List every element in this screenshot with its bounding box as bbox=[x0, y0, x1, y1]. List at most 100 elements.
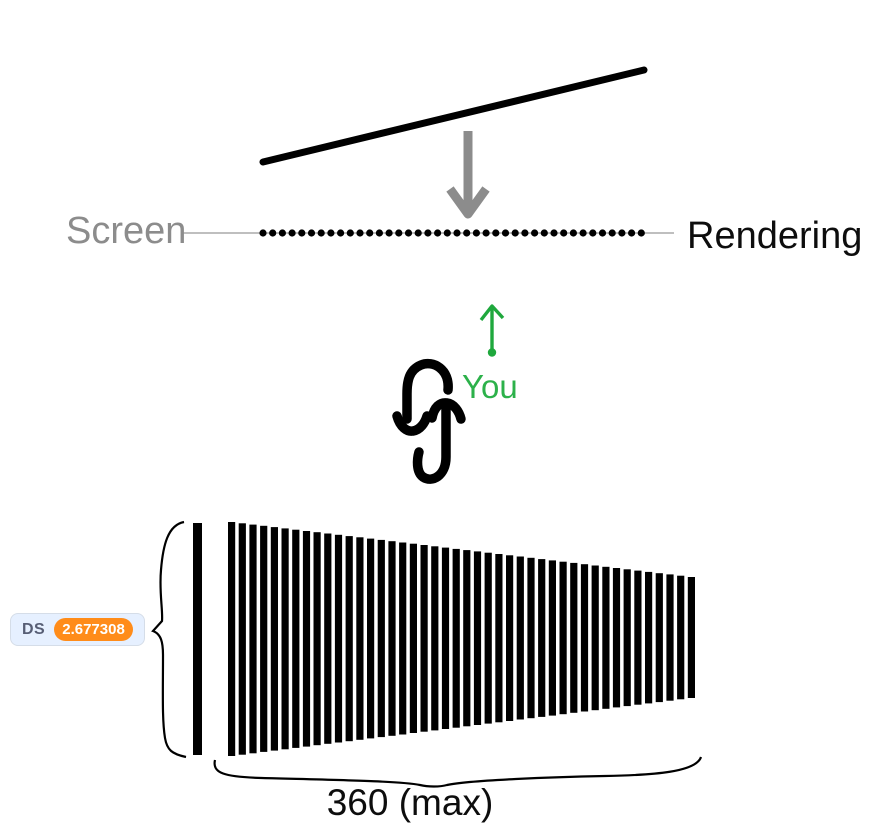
rotate-icon bbox=[392, 359, 466, 484]
screen-dot bbox=[637, 229, 645, 237]
ray-bar bbox=[645, 571, 653, 704]
ray-bar bbox=[473, 551, 482, 725]
rendering-label: Rendering bbox=[687, 215, 863, 257]
ray-bar bbox=[388, 541, 396, 736]
ray-bar bbox=[334, 534, 343, 743]
screen-dot bbox=[337, 229, 345, 237]
screen-dots bbox=[259, 229, 645, 237]
ray-bar bbox=[634, 570, 642, 705]
ray-bar bbox=[602, 566, 610, 709]
screen-dot bbox=[307, 229, 316, 237]
screen-dot bbox=[288, 229, 296, 237]
screen-dot bbox=[414, 229, 422, 237]
ray-bar bbox=[409, 543, 417, 733]
ray-bar bbox=[591, 565, 599, 711]
screen-dot bbox=[356, 229, 364, 237]
screen-dot bbox=[259, 229, 267, 237]
variable-value-badge: 2.677308 bbox=[54, 618, 133, 641]
projection-down-arrow bbox=[446, 131, 490, 219]
ray-bar bbox=[559, 561, 567, 715]
ray-bar bbox=[270, 527, 278, 751]
ray-bar bbox=[281, 528, 289, 750]
screen-dot bbox=[366, 229, 374, 237]
ray-bar bbox=[516, 556, 524, 720]
you-label: You bbox=[462, 368, 518, 405]
ray-bar bbox=[324, 533, 332, 744]
screen-dot bbox=[492, 229, 500, 237]
screen-dot bbox=[501, 229, 510, 237]
wall-line bbox=[259, 66, 648, 166]
ray-bar bbox=[666, 574, 674, 701]
screen-dot bbox=[511, 229, 519, 237]
variable-watcher[interactable]: DS 2.677308 bbox=[10, 613, 145, 646]
ray-bar bbox=[506, 555, 514, 721]
screen-dot bbox=[482, 229, 490, 237]
first-ray-bar bbox=[193, 523, 202, 755]
screen-dot bbox=[550, 229, 558, 237]
ray-bar bbox=[260, 525, 268, 752]
screen-dot bbox=[434, 229, 442, 237]
width-brace bbox=[213, 756, 703, 788]
screen-dot bbox=[404, 229, 413, 237]
ray-bar bbox=[677, 575, 685, 700]
screen-dot bbox=[327, 229, 335, 237]
screen-dot bbox=[472, 229, 480, 237]
ray-bar bbox=[548, 560, 556, 716]
ray-bar bbox=[431, 546, 439, 731]
variable-name-label: DS bbox=[22, 620, 46, 638]
ray-fan-bars bbox=[228, 522, 695, 756]
max-rays-label: 360 (max) bbox=[326, 782, 494, 823]
screen-dot bbox=[521, 229, 529, 237]
ray-bar bbox=[495, 554, 503, 723]
screen-dot bbox=[628, 229, 636, 237]
screen-dot bbox=[598, 229, 607, 237]
ray-bar bbox=[580, 564, 589, 712]
ray-bar bbox=[420, 545, 428, 732]
ray-bar bbox=[655, 573, 663, 703]
ray-bar bbox=[484, 552, 492, 724]
screen-dot bbox=[608, 229, 616, 237]
ray-bar bbox=[249, 524, 257, 754]
screen-dot bbox=[569, 229, 578, 237]
ray-bar bbox=[377, 539, 385, 738]
screen-dot bbox=[579, 229, 587, 237]
screen-dot bbox=[443, 229, 451, 237]
ray-bar bbox=[302, 531, 311, 747]
screen-dot bbox=[269, 229, 277, 237]
screen-dot bbox=[424, 229, 432, 237]
screen-dot bbox=[346, 229, 354, 237]
ray-bar bbox=[623, 569, 631, 707]
ray-bar bbox=[238, 523, 246, 755]
screen-dot bbox=[531, 229, 539, 237]
ray-bar bbox=[292, 529, 300, 748]
ray-bar bbox=[687, 577, 695, 698]
ray-bar bbox=[452, 548, 460, 728]
screen-dot bbox=[375, 229, 383, 237]
screen-dot bbox=[540, 229, 548, 237]
screen-dot bbox=[618, 229, 626, 237]
screen-dot bbox=[463, 229, 471, 237]
ray-bar bbox=[612, 568, 621, 708]
ray-bar bbox=[570, 562, 578, 713]
screen-dot bbox=[560, 229, 568, 237]
ray-bar bbox=[228, 522, 236, 756]
height-brace bbox=[151, 520, 187, 759]
screen-dot bbox=[317, 229, 325, 237]
ray-bar bbox=[538, 559, 546, 717]
ray-bar bbox=[313, 532, 321, 746]
screen-dot bbox=[298, 229, 306, 237]
ray-bar bbox=[367, 538, 375, 739]
ray-bar bbox=[463, 550, 471, 727]
screen-dot bbox=[385, 229, 393, 237]
ray-bar bbox=[527, 557, 535, 719]
ray-bar bbox=[441, 547, 450, 729]
screen-dot bbox=[589, 229, 597, 237]
screen-label: Screen bbox=[66, 210, 187, 252]
ray-bar bbox=[345, 536, 353, 742]
ray-bar bbox=[356, 537, 364, 740]
player-up-arrow bbox=[479, 304, 505, 357]
ray-bar bbox=[399, 542, 407, 735]
screen-dot bbox=[395, 229, 403, 237]
screen-dot bbox=[453, 229, 461, 237]
